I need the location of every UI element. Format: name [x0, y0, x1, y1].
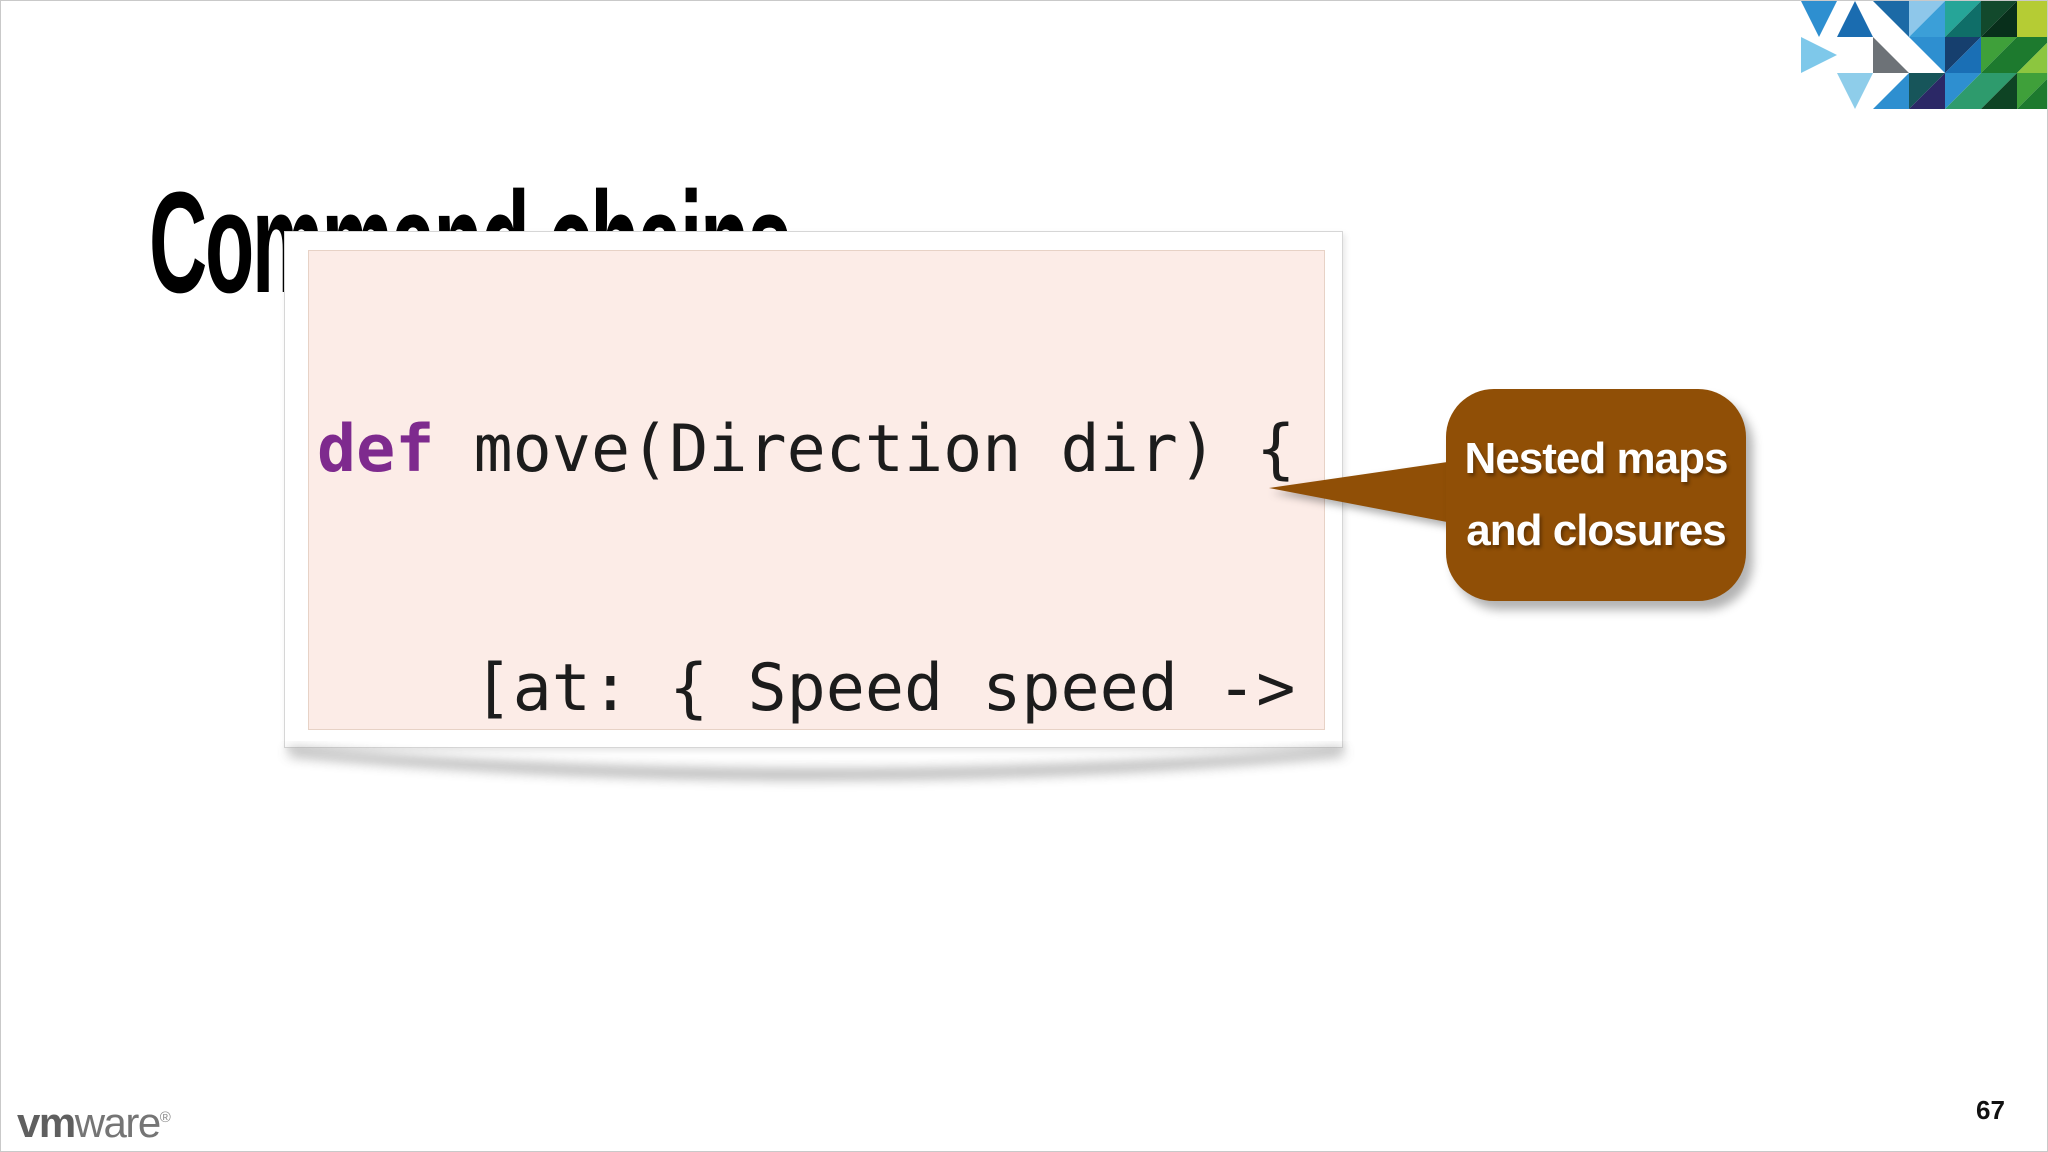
mosaic-triangle — [1909, 73, 1945, 109]
mosaic-triangle — [1873, 37, 1909, 73]
mosaic-triangle — [1981, 1, 2017, 37]
mosaic-triangle — [1801, 1, 1837, 37]
mosaic-triangle — [1801, 37, 1837, 73]
mosaic-triangle — [1837, 1, 1873, 37]
mosaic-triangle — [1909, 1, 1945, 37]
mosaic-triangle — [2017, 79, 2047, 109]
vmware-logo-light: ware — [74, 1099, 162, 1146]
registered-mark: ® — [159, 1109, 171, 1126]
mosaic-triangle — [2017, 43, 2047, 73]
code-keyword: def — [317, 412, 435, 487]
mosaic-triangle — [1909, 37, 1945, 73]
code-text: move(Direction dir) { — [434, 412, 1296, 487]
mosaic-triangle — [2017, 37, 2047, 73]
mosaic-triangle — [1837, 73, 1873, 109]
mosaic-triangle — [1981, 37, 2017, 73]
code-line: [at: { Speed speed -> — [317, 649, 1296, 729]
mosaic-triangle — [1873, 1, 1909, 37]
code-line: def move(Direction dir) { — [317, 410, 1295, 490]
page-number: 67 — [1976, 1095, 2005, 1125]
mosaic-triangle — [1945, 1, 1981, 37]
callout-tail — [1269, 459, 1468, 526]
mosaic-triangle — [2017, 73, 2047, 109]
mosaic-triangle — [1981, 73, 2017, 109]
mosaic-triangle — [1945, 37, 1981, 73]
vmware-logo-bold: vm — [17, 1099, 76, 1146]
mosaic-triangle — [2017, 1, 2047, 37]
callout-bubble: Nested maps and closures — [1446, 389, 1746, 601]
mosaic-triangle — [1873, 73, 1909, 109]
code-listing: def move(Direction dir) { [at: { Speed s… — [317, 251, 1296, 729]
triangle-mosaic-logo-icon — [1801, 1, 2047, 109]
card-shadow — [289, 749, 1343, 778]
code-text: [at: { Speed speed -> — [317, 650, 1296, 726]
code-card: def move(Direction dir) { [at: { Speed s… — [284, 231, 1343, 748]
callout-line: Nested maps — [1464, 434, 1729, 483]
vmware-logo: vmware® — [17, 1099, 171, 1147]
mosaic-triangle — [1945, 73, 1981, 109]
code-panel: def move(Direction dir) { [at: { Speed s… — [308, 250, 1325, 730]
callout-line: and closures — [1466, 506, 1726, 555]
